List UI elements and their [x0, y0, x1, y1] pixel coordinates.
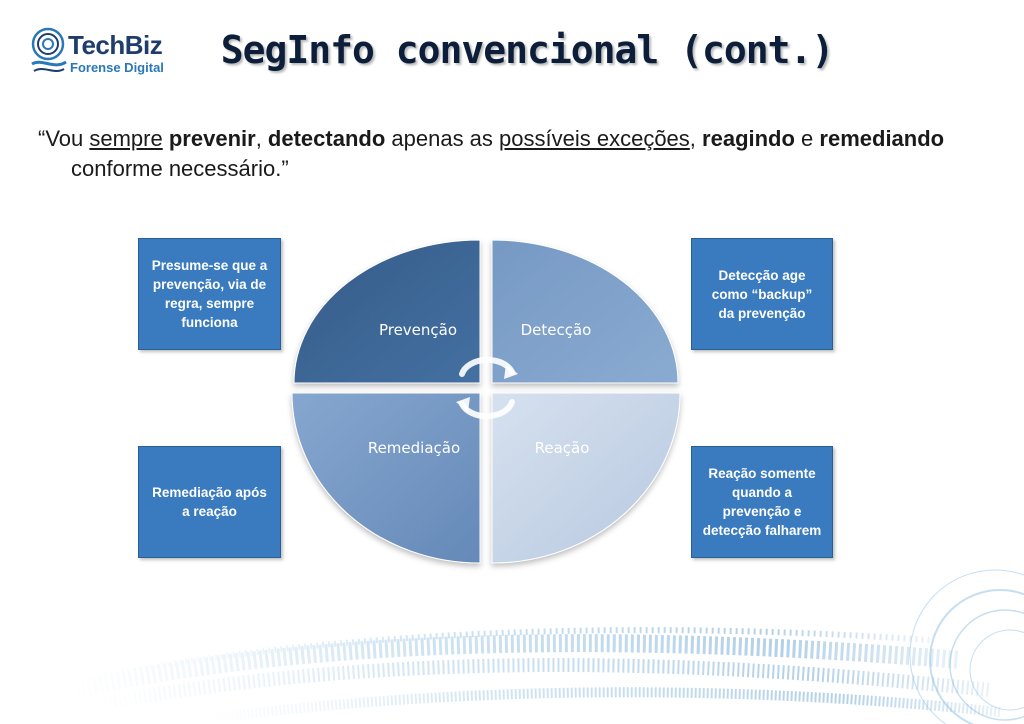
- quadrant-remediation: [291, 392, 481, 564]
- cycle-arrowheads: [456, 364, 518, 412]
- quote-part: “Vou: [38, 126, 90, 151]
- callout-prevention: Presume-se que a prevenção, via de regra…: [138, 238, 281, 350]
- quadrant-label-remediation: Remediação: [368, 439, 460, 457]
- page-title: SegInfo convencional (cont.): [220, 28, 835, 72]
- callout-remediation: Remediação após a reação: [138, 446, 281, 558]
- quadrant-prevention: [293, 239, 481, 384]
- circle-swirl-decoration: [909, 569, 1024, 724]
- quote-text: “Vou sempre prevenir, detectando apenas …: [38, 124, 1011, 184]
- quote-part: sempre: [89, 126, 163, 151]
- quote-part: ,: [689, 126, 703, 151]
- callout-detection: Detecção age como “backup” da prevenção: [691, 238, 833, 350]
- quote-part: reagindo: [702, 126, 795, 151]
- quote-part: possíveis exceções: [499, 126, 690, 151]
- logo-brand-text: TechBiz: [68, 30, 163, 60]
- quote-part: detectando: [267, 126, 386, 151]
- quote-part: ,: [255, 126, 268, 151]
- quote-part: conforme necessário.”: [71, 156, 289, 181]
- quote-part: e: [794, 126, 820, 151]
- callout-reaction: Reação somente quando a prevenção e dete…: [691, 446, 833, 558]
- quadrant-reaction: [491, 392, 681, 564]
- quote-part: apenas as: [385, 126, 500, 151]
- quadrant-detection: [491, 239, 679, 384]
- quadrant-label-prevention: Prevenção: [379, 321, 457, 339]
- techbiz-emblem-icon: [31, 27, 67, 72]
- techbiz-logo: TechBiz Forense Digital: [28, 24, 168, 80]
- quote-part: prevenir: [168, 126, 256, 151]
- quadrant-label-reaction: Reação: [535, 439, 590, 457]
- quadrant-label-detection: Detecção: [521, 321, 592, 339]
- logo-subtitle-text: Forense Digital: [70, 60, 164, 75]
- quote-part: remediando: [819, 126, 945, 151]
- binary-wave-pattern: [68, 627, 1001, 724]
